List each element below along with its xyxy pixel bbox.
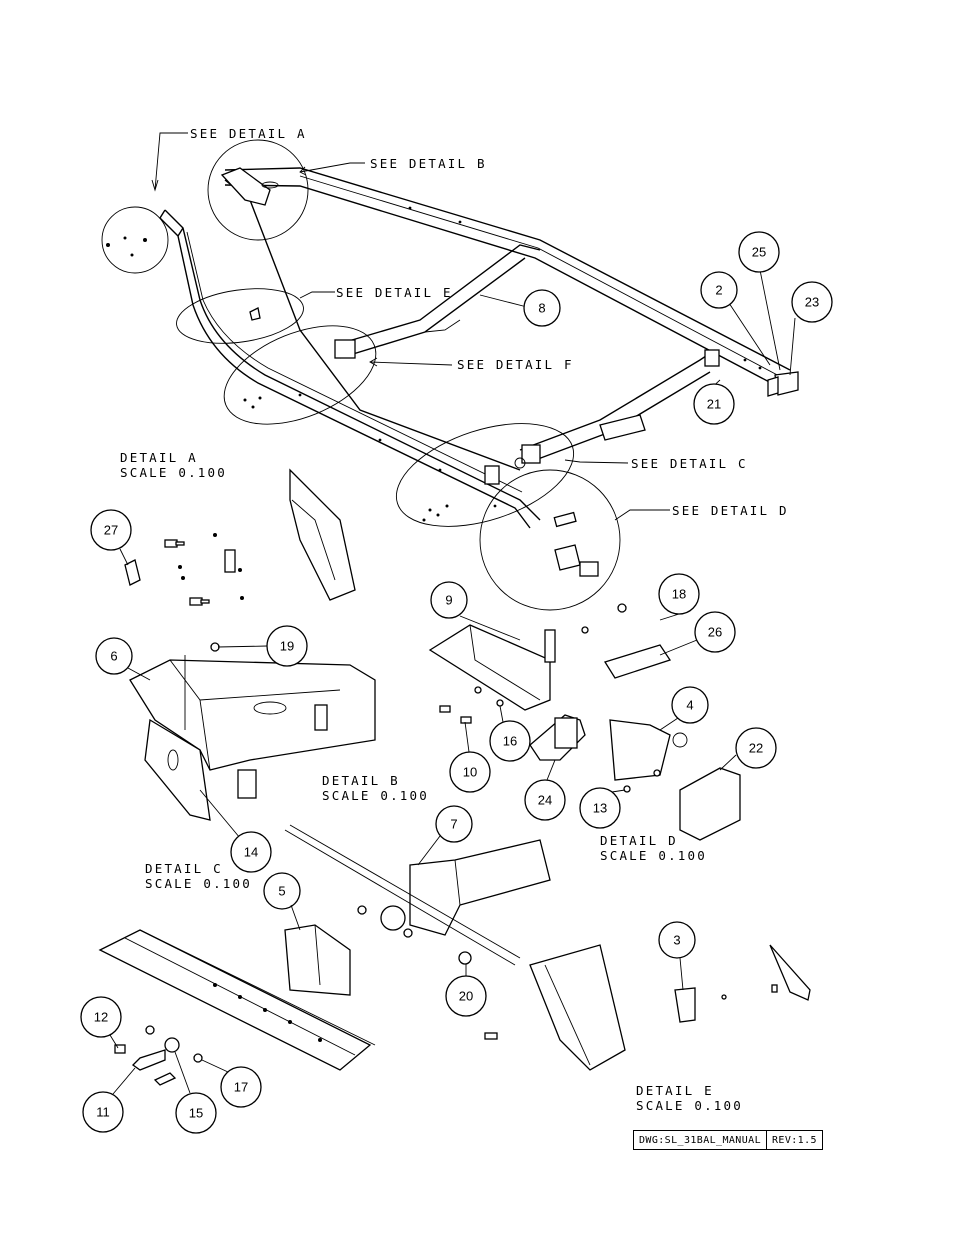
svg-text:20: 20 xyxy=(459,989,473,1004)
svg-text:24: 24 xyxy=(538,793,552,808)
title-block: DWG:SL_31BAL_MANUAL REV:1.5 xyxy=(633,1130,823,1150)
detail-d-circle xyxy=(479,469,621,611)
detail-titles: DETAIL A SCALE 0.100 DETAIL B SCALE 0.10… xyxy=(120,450,743,1113)
svg-text:15: 15 xyxy=(189,1106,203,1121)
balloon-26: 26 xyxy=(694,611,736,653)
svg-text:4: 4 xyxy=(686,698,693,713)
balloon-14: 14 xyxy=(230,831,272,873)
svg-text:3: 3 xyxy=(673,933,680,948)
svg-text:14: 14 xyxy=(244,845,258,860)
balloon-18: 18 xyxy=(658,573,700,615)
svg-text:16: 16 xyxy=(503,734,517,749)
balloon-24: 24 xyxy=(524,779,566,821)
svg-text:27: 27 xyxy=(104,523,118,538)
detail-c-parts xyxy=(98,824,551,1086)
detail-e-parts xyxy=(529,944,811,1071)
see-detail-f-label: SEE DETAIL F xyxy=(457,357,574,372)
svg-text:8: 8 xyxy=(538,301,545,316)
svg-text:6: 6 xyxy=(110,649,117,664)
detail-d-parts xyxy=(428,603,741,841)
balloon-17: 17 xyxy=(220,1066,262,1108)
detail-d-scale: SCALE 0.100 xyxy=(600,848,707,863)
see-detail-d-label: SEE DETAIL D xyxy=(672,503,789,518)
balloon-23: 23 xyxy=(791,281,833,323)
detail-a-parts xyxy=(124,468,356,606)
detail-c-ellipse xyxy=(395,423,575,527)
svg-text:11: 11 xyxy=(96,1105,110,1120)
svg-text:9: 9 xyxy=(445,593,452,608)
balloon-22: 22 xyxy=(735,727,777,769)
svg-text:7: 7 xyxy=(450,817,457,832)
see-detail-b-label: SEE DETAIL B xyxy=(370,156,487,171)
see-detail-c-label: SEE DETAIL C xyxy=(631,456,748,471)
svg-text:17: 17 xyxy=(234,1080,248,1095)
balloon-27: 27 xyxy=(90,509,132,551)
balloon-2: 2 xyxy=(700,271,738,309)
svg-text:22: 22 xyxy=(749,741,763,756)
svg-text:5: 5 xyxy=(278,884,285,899)
detail-c-scale: SCALE 0.100 xyxy=(145,876,252,891)
detail-b-parts xyxy=(129,642,376,839)
see-detail-e-label: SEE DETAIL E xyxy=(336,285,453,300)
detail-b-circle xyxy=(207,139,309,241)
revision-number: REV:1.5 xyxy=(766,1131,822,1149)
svg-text:23: 23 xyxy=(805,295,819,310)
svg-text:26: 26 xyxy=(708,625,722,640)
see-detail-a-label: SEE DETAIL A xyxy=(190,126,307,141)
svg-text:21: 21 xyxy=(707,397,721,412)
balloon-3: 3 xyxy=(658,921,696,959)
detail-c-title: DETAIL C xyxy=(145,861,223,876)
detail-e-scale: SCALE 0.100 xyxy=(636,1098,743,1113)
detail-b-title: DETAIL B xyxy=(322,773,400,788)
drawing-number: DWG:SL_31BAL_MANUAL xyxy=(639,1134,761,1146)
detail-a-title: DETAIL A xyxy=(120,450,198,465)
balloon-4: 4 xyxy=(671,686,709,724)
svg-text:13: 13 xyxy=(593,801,607,816)
svg-text:25: 25 xyxy=(752,245,766,260)
balloon-7: 7 xyxy=(435,805,473,843)
detail-a-circle xyxy=(101,206,169,274)
detail-b-scale: SCALE 0.100 xyxy=(322,788,429,803)
balloon-5: 5 xyxy=(263,872,301,910)
detail-f-ellipse xyxy=(223,325,377,425)
balloon-13: 13 xyxy=(579,787,621,829)
balloon-8: 8 xyxy=(523,289,561,327)
svg-text:2: 2 xyxy=(715,283,722,298)
detail-a-scale: SCALE 0.100 xyxy=(120,465,227,480)
balloon-25: 25 xyxy=(738,231,780,273)
balloon-21: 21 xyxy=(693,383,735,425)
balloon-leaders xyxy=(109,548,737,1095)
balloon-20: 20 xyxy=(445,975,487,1017)
svg-text:19: 19 xyxy=(280,639,294,654)
balloon-11: 11 xyxy=(82,1091,124,1133)
balloon-16: 16 xyxy=(489,720,531,762)
item-balloons: 25 2 23 8 21 27 18 9 26 19 6 4 16 22 10 … xyxy=(80,231,833,1134)
svg-text:10: 10 xyxy=(463,765,477,780)
svg-text:18: 18 xyxy=(672,587,686,602)
balloon-9: 9 xyxy=(430,581,468,619)
balloon-10: 10 xyxy=(449,751,491,793)
balloon-15: 15 xyxy=(175,1092,217,1134)
detail-d-title: DETAIL D xyxy=(600,833,678,848)
balloon-12: 12 xyxy=(80,996,122,1038)
svg-text:12: 12 xyxy=(94,1010,108,1025)
detail-e-ellipse xyxy=(176,288,304,344)
trailer-frame xyxy=(159,167,799,529)
balloon-6: 6 xyxy=(95,637,133,675)
callout-labels: SEE DETAIL A SEE DETAIL B SEE DETAIL E S… xyxy=(190,126,789,518)
balloon-19: 19 xyxy=(266,625,308,667)
detail-e-title: DETAIL E xyxy=(636,1083,714,1098)
